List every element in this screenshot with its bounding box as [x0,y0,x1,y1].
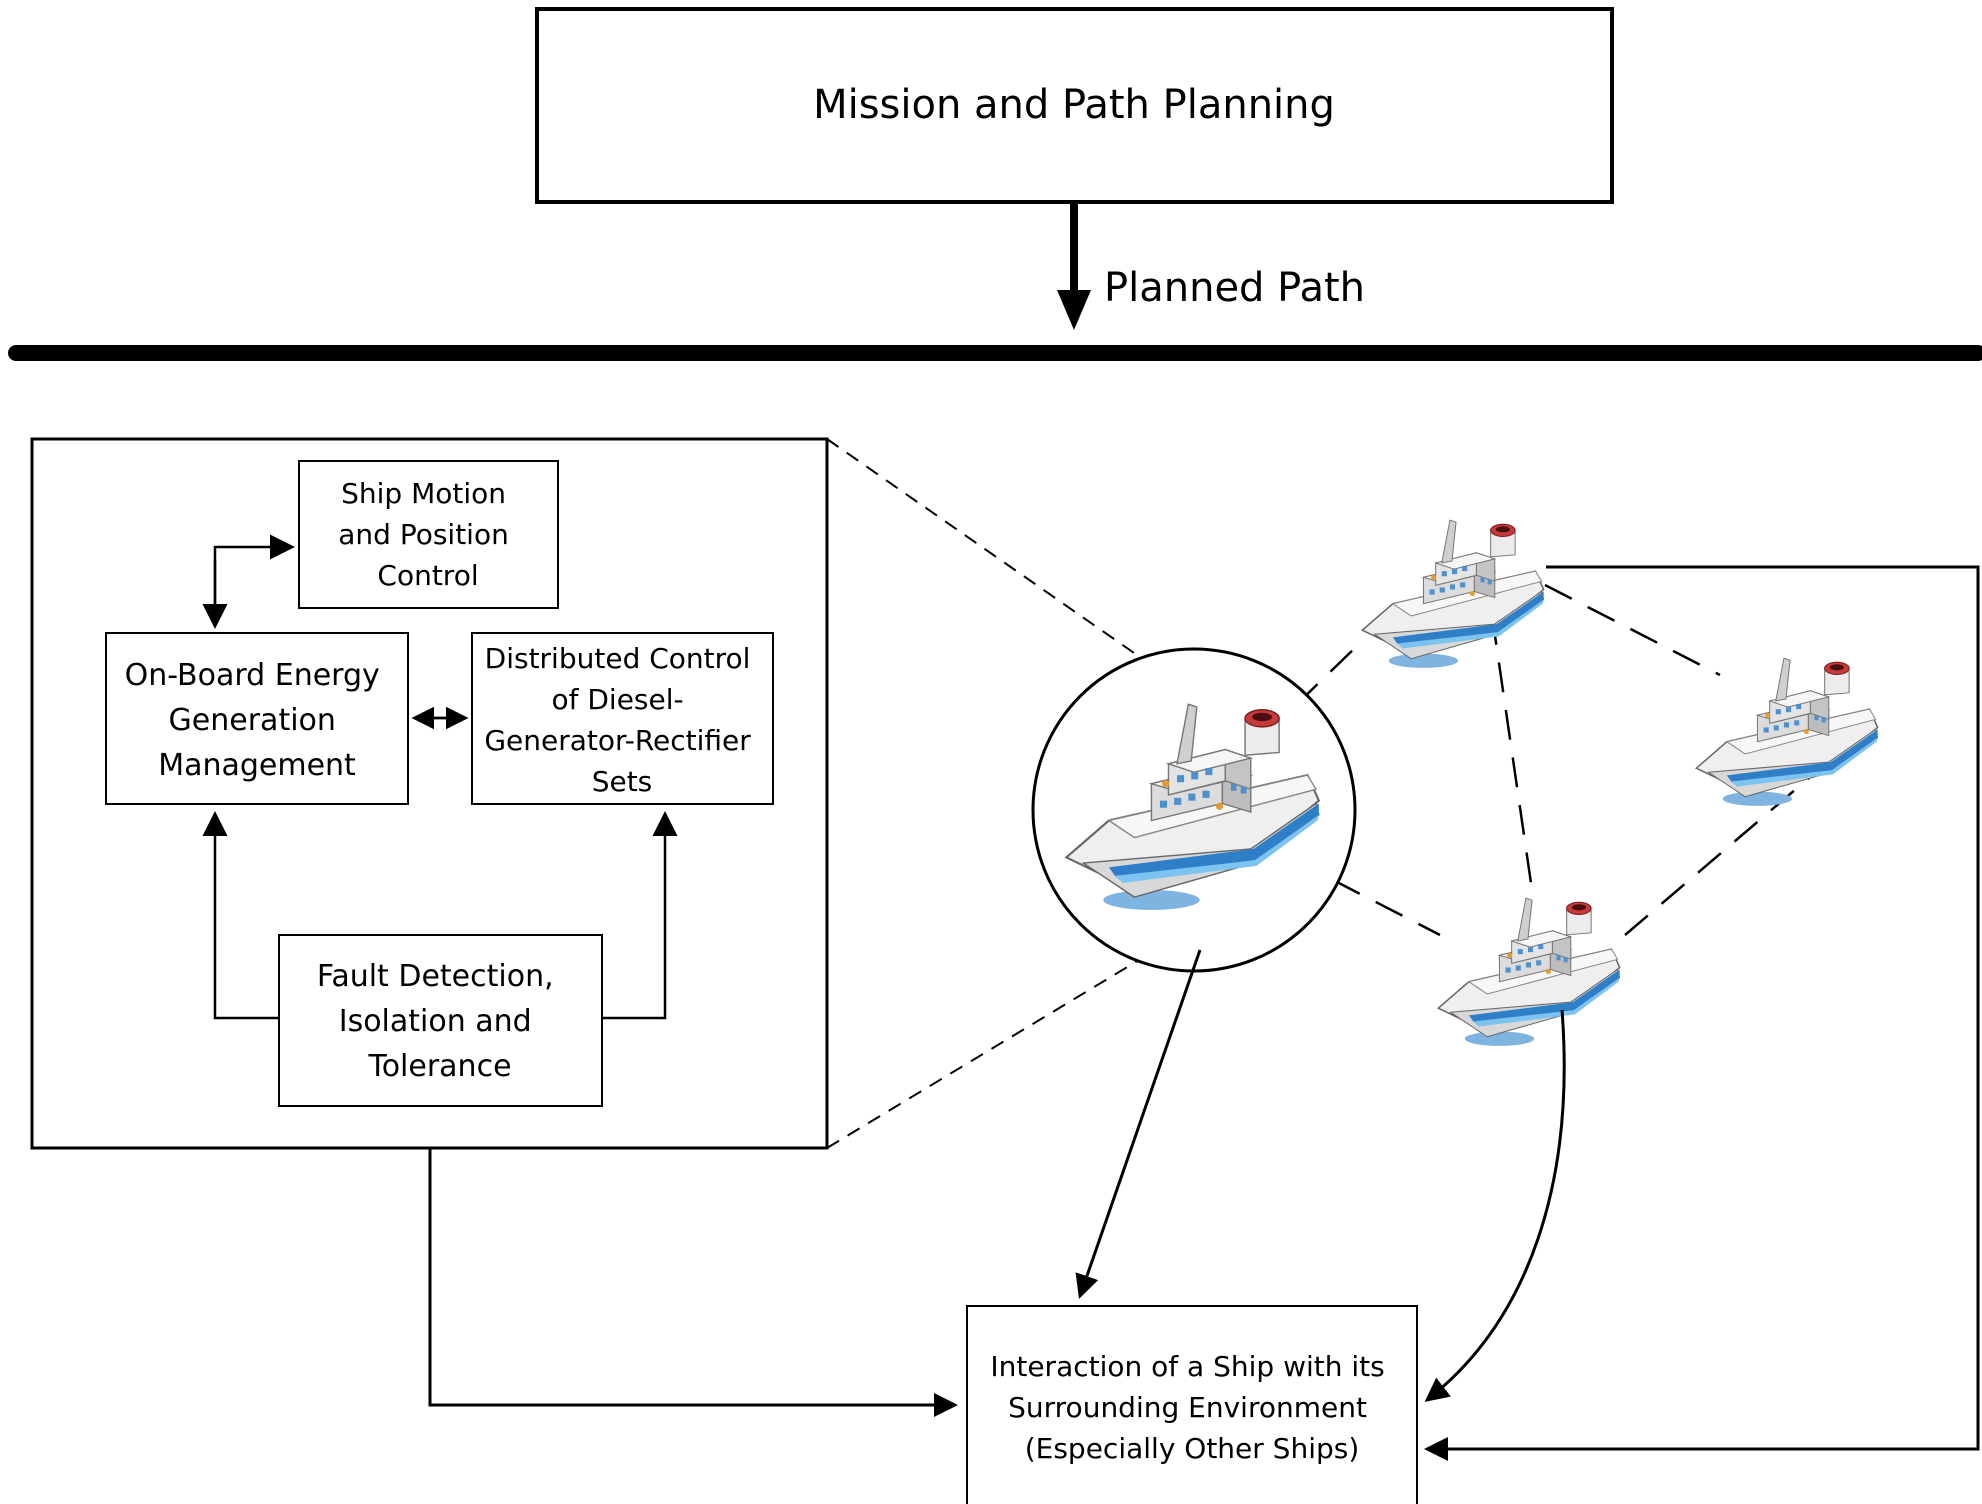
interaction-line-3: (Especially Other Ships) [1025,1432,1360,1465]
fault-detection-line-2: Isolation and [339,1004,532,1039]
interaction-arrows [428,565,1980,1461]
own-ship-to-interaction-arrow [1075,949,1202,1299]
energy-management-box: On-Board Energy Generation Management [105,632,409,805]
energy-management-line-2: Generation [169,703,336,738]
svg-text:Ship Motion and Position: Ship Motion and Position Control [338,477,518,592]
ship-motion-box: Ship Motion and Position Control [298,460,559,609]
controller-arrows [202,534,678,1020]
interaction-line-1: Interaction of a Ship with its [990,1350,1384,1383]
distributed-control-line-2: of Diesel- [551,683,683,716]
ship-motion-line-3: Control [377,559,478,592]
controller-to-interaction-arrow [428,1148,958,1417]
feedback-loop-arrow [1424,565,1980,1461]
ship-icon [1361,519,1545,669]
distributed-control-line-3: Generator-Rectifier [484,724,751,757]
interaction-box: Interaction of a Ship with its Surroundi… [966,1305,1418,1504]
interaction-line-2: Surrounding Environment [1008,1391,1367,1424]
svg-text:Fault Detection, Isolati: Fault Detection, Isolation and Tolerance [317,959,563,1084]
mission-box: Mission and Path Planning [535,7,1614,204]
fault-to-distributed-arrow [602,811,678,1020]
mission-box-label: Mission and Path Planning [813,82,1335,128]
planned-path-label: Planned Path [1104,265,1365,311]
distributed-control-line-4: Sets [592,765,653,798]
ship-icon [1437,897,1621,1047]
svg-text:Distributed Control of D: Distributed Control of Diesel- Generator… [484,642,759,798]
energy-management-line-1: On-Board Energy [125,658,380,693]
fault-detection-line-3: Tolerance [367,1049,511,1084]
planned-path-arrow [1057,202,1091,330]
distributed-control-box: Distributed Control of Diesel- Generator… [471,632,774,805]
svg-text:Interaction of a Ship with its: Interaction of a Ship with its Surroundi… [990,1350,1393,1465]
ship-icon [1695,657,1879,807]
fault-detection-box: Fault Detection, Isolation and Tolerance [278,934,603,1107]
ship-motion-line-2: and Position [338,518,509,551]
svg-text:On-Board Energy Generati: On-Board Energy Generation Management [125,658,390,783]
other-ship-to-interaction-arrow [1424,1009,1566,1402]
distributed-control-line-1: Distributed Control [485,642,751,675]
energy-management-line-3: Management [158,748,356,783]
fault-to-energy-arrow [202,811,279,1020]
ship-motion-line-1: Ship Motion [341,477,506,510]
fault-detection-line-1: Fault Detection, [317,959,554,994]
